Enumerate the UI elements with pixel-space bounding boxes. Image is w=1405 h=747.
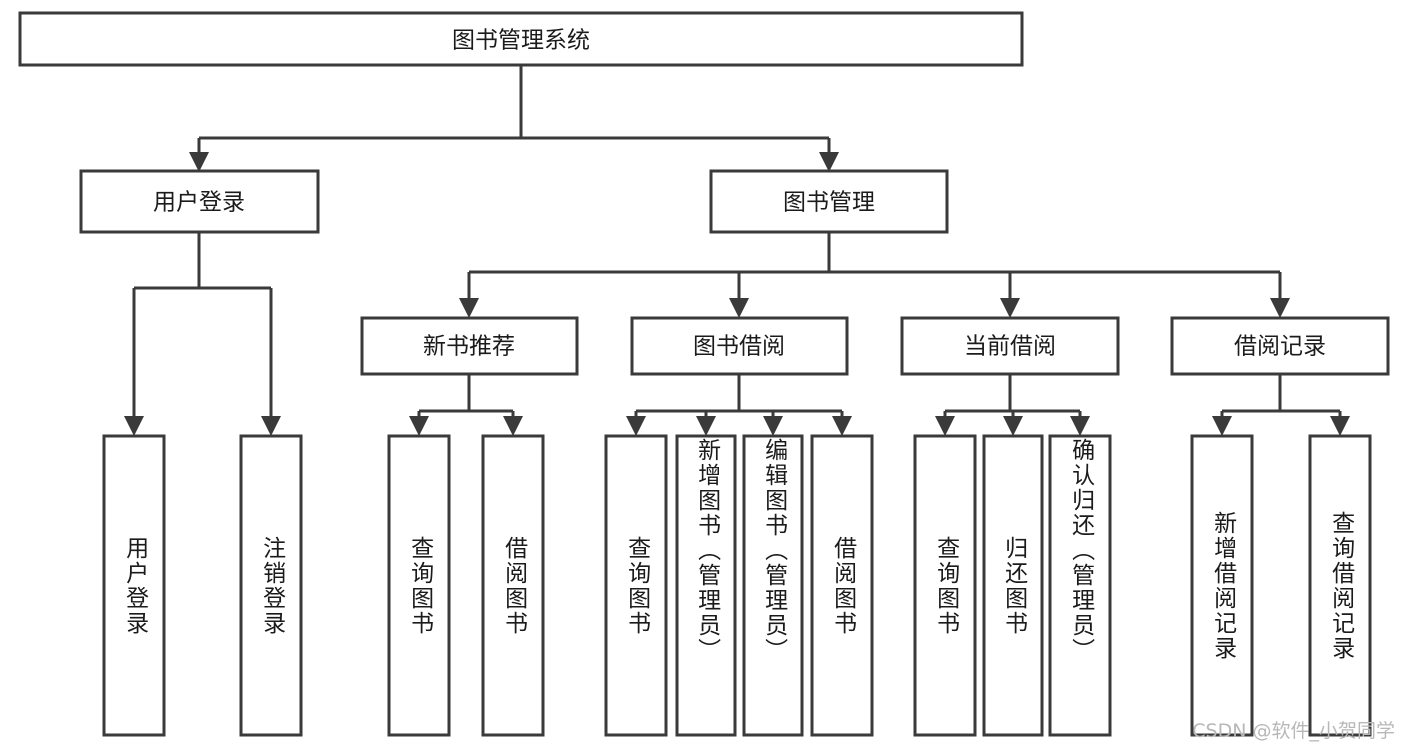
leaf-box-user-login-1[interactable] xyxy=(102,434,166,737)
leaf-box-current-borrow-3[interactable] xyxy=(1048,434,1112,737)
connector-userlogin-to-leaves xyxy=(124,233,281,436)
node-current-borrow[interactable]: 当前借阅 xyxy=(900,316,1120,376)
connector-bookmgmt-to-level3 xyxy=(459,233,1290,318)
leaf-box-borrow-record-2[interactable] xyxy=(1308,434,1372,737)
node-book-management-label: 图书管理 xyxy=(783,190,875,216)
node-user-login[interactable]: 用户登录 xyxy=(79,169,320,234)
node-current-borrow-label: 当前借阅 xyxy=(964,334,1056,360)
node-book-borrow-label: 图书借阅 xyxy=(693,334,785,360)
node-root-system-label: 图书管理系统 xyxy=(452,28,590,54)
leaf-box-book-borrow-1[interactable] xyxy=(604,434,668,737)
leaf-box-book-borrow-3[interactable] xyxy=(742,434,804,737)
node-book-borrow[interactable]: 图书借阅 xyxy=(630,316,849,376)
leaf-box-new-book-1[interactable] xyxy=(387,434,451,737)
leaf-box-book-borrow-4[interactable] xyxy=(810,434,874,737)
leaf-box-user-login-2[interactable] xyxy=(239,434,303,737)
leaf-box-borrow-record-1[interactable] xyxy=(1190,434,1254,737)
node-root-system[interactable]: 图书管理系统 xyxy=(18,11,1024,67)
leaf-box-new-book-2[interactable] xyxy=(481,434,545,737)
node-borrow-record[interactable]: 借阅记录 xyxy=(1170,316,1390,376)
node-new-book-recommend[interactable]: 新书推荐 xyxy=(360,316,579,376)
connector-bookborrow-to-leaves xyxy=(626,375,852,436)
node-new-book-recommend-label: 新书推荐 xyxy=(423,334,515,360)
leaf-box-book-borrow-2[interactable] xyxy=(675,434,737,737)
node-book-management[interactable]: 图书管理 xyxy=(709,169,949,234)
leaf-box-current-borrow-2[interactable] xyxy=(982,434,1044,737)
connector-currentborrow-to-leaves xyxy=(935,375,1090,436)
connector-root-to-level2 xyxy=(189,66,839,172)
connector-newbook-to-leaves xyxy=(409,375,523,436)
node-user-login-label: 用户登录 xyxy=(153,190,245,216)
leaf-box-current-borrow-1[interactable] xyxy=(913,434,977,737)
connector-borrowrecord-to-leaves xyxy=(1212,375,1350,436)
node-borrow-record-label: 借阅记录 xyxy=(1234,334,1326,360)
